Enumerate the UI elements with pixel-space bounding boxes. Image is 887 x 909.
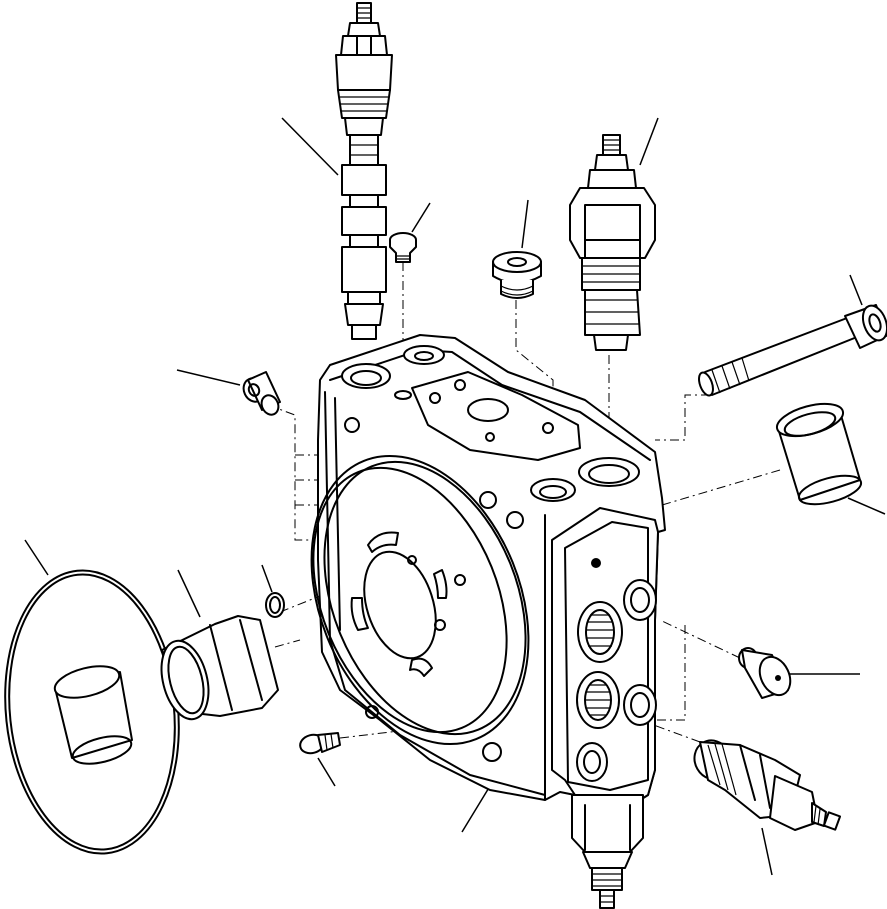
screw-bottom-left — [298, 732, 340, 756]
plug-with-oring-top — [493, 252, 541, 298]
small-plug-top — [390, 233, 416, 262]
o-ring — [266, 593, 284, 617]
plug-right — [739, 648, 796, 700]
relief-valve-top — [570, 135, 655, 350]
relief-valve-bottom-right — [687, 734, 840, 830]
bolt — [696, 302, 887, 397]
plug-left — [240, 372, 282, 417]
cover-disc — [0, 562, 192, 862]
spool-valve-assembly — [336, 3, 392, 339]
sleeve-right — [774, 398, 864, 510]
bushing-left — [154, 616, 278, 724]
leader-lines — [25, 118, 885, 875]
bottom-valve-cartridge — [572, 795, 643, 908]
valve-housing — [271, 335, 665, 800]
